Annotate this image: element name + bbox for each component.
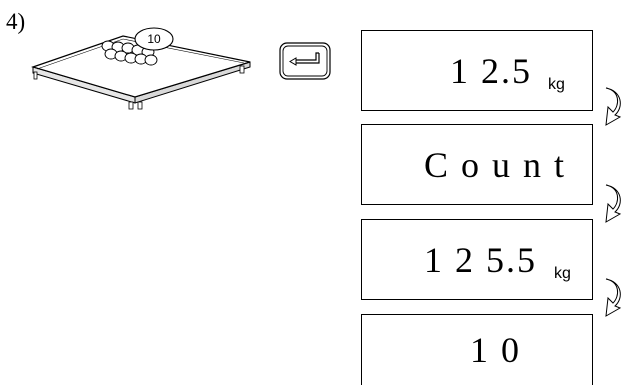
display-weight-initial: 1 2.5 kg	[361, 30, 593, 111]
display-value: C o u n t	[424, 144, 567, 185]
unit-label: kg	[548, 76, 565, 93]
unit-label: kg	[554, 265, 571, 282]
scale-platform	[31, 35, 251, 110]
scale-platform-illustration: 10	[31, 27, 251, 110]
display-piece-count: 1 0	[361, 314, 593, 385]
enter-key-button[interactable]	[279, 42, 331, 80]
display-value: 1 2 5.5	[424, 239, 537, 280]
display-weight-total: 1 2 5.5 kg	[361, 219, 593, 300]
enter-return-icon	[289, 52, 320, 66]
curved-down-arrow-icon	[605, 278, 622, 317]
counted-items	[101, 40, 158, 66]
count-badge: 10	[134, 27, 174, 51]
count-badge-text: 10	[147, 32, 161, 46]
display-value: 1 2.5	[450, 50, 532, 91]
step-number-label: 4)	[6, 9, 26, 34]
curved-down-arrow-icon	[605, 87, 622, 126]
display-count-mode: C o u n t	[361, 124, 593, 205]
display-value: 1 0	[470, 330, 521, 370]
curved-down-arrow-icon	[605, 184, 622, 223]
